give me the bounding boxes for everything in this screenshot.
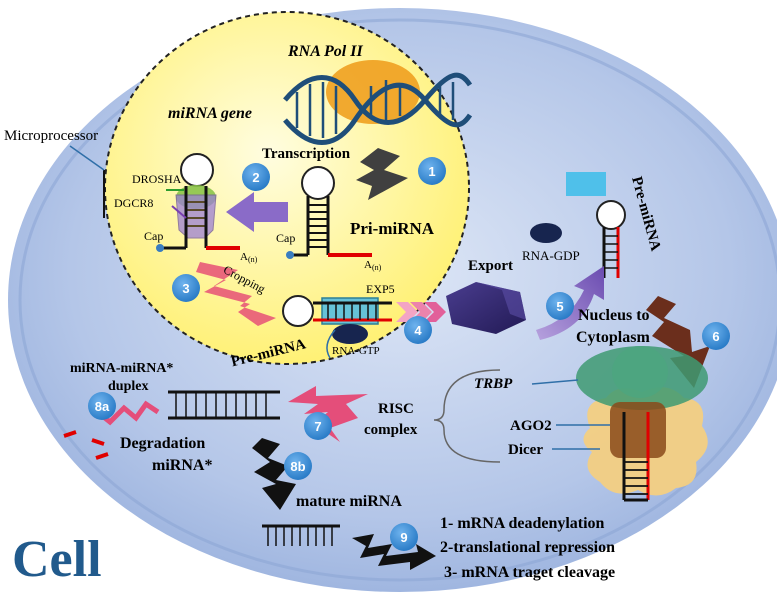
- mature-mirna-strand: [262, 524, 340, 546]
- step-badge-9: 9: [390, 523, 418, 551]
- export-label: Export: [468, 258, 513, 274]
- svg-text:9: 9: [400, 530, 407, 545]
- outcome-3: 3- mRNA traget cleavage: [444, 564, 615, 581]
- svg-text:1: 1: [428, 164, 435, 179]
- svg-text:3: 3: [182, 281, 189, 296]
- step8b-arrow: [252, 438, 296, 510]
- trbp-label: TRBP: [474, 376, 513, 392]
- exp5-label: EXP5: [366, 282, 395, 296]
- microprocessor-pointer: [69, 145, 105, 171]
- cropping-arrow: [196, 262, 276, 326]
- poly-a-label-left: A(n): [240, 251, 258, 264]
- svg-text:4: 4: [414, 323, 422, 338]
- export-pore: [446, 282, 526, 334]
- svg-text:8b: 8b: [290, 459, 305, 474]
- step7-arrow: [288, 386, 368, 442]
- transcription-label: Transcription: [262, 146, 351, 162]
- transcription-arrow: [356, 148, 408, 200]
- poly-a-label-mid: A(n): [364, 259, 382, 272]
- dicer-risc-complex: [576, 346, 708, 502]
- mirna-duplex: [168, 390, 280, 420]
- step-badge-3: 3: [172, 274, 200, 302]
- outcome-1: 1- mRNA deadenylation: [440, 515, 605, 532]
- mirna-gene-label: miRNA gene: [168, 105, 252, 122]
- rna-pol-ii-enzyme: [326, 60, 420, 124]
- degradation-label: Degradation: [120, 435, 205, 452]
- cap-label-left: Cap: [144, 229, 163, 243]
- svg-text:8a: 8a: [95, 399, 110, 414]
- outcome-2: 2-translational repression: [440, 539, 615, 556]
- step-badge-2: 2: [242, 163, 270, 191]
- step-badge-4: 4: [404, 316, 432, 344]
- cell-title: Cell: [12, 531, 102, 588]
- nucleus-to-label: Nucleus to: [578, 307, 650, 324]
- cytoplasm-label: Cytoplasm: [576, 329, 650, 346]
- step8a-arrow: [98, 400, 160, 426]
- trbp-pointer: [531, 379, 579, 385]
- svg-text:2: 2: [252, 170, 259, 185]
- drosha-label: DROSHA: [132, 172, 182, 186]
- dgcr8-label: DGCR8: [114, 196, 153, 210]
- svg-text:7: 7: [314, 419, 321, 434]
- mirna-star-label: miRNA*: [152, 457, 212, 474]
- rna-gtp-label: RNA-GTP: [332, 345, 380, 357]
- step-badge-8a: 8a: [88, 392, 116, 420]
- step9-arrow: [352, 534, 436, 570]
- mature-mirna-label: mature miRNA: [296, 493, 402, 510]
- exp5-released: [566, 172, 606, 196]
- svg-text:6: 6: [712, 329, 719, 344]
- rna-pol-ii-label: RNA Pol II: [287, 43, 363, 60]
- microprocessor-complex: [156, 153, 240, 252]
- step-badge-8b: 8b: [284, 452, 312, 480]
- risc-bracket: [433, 369, 501, 463]
- dna-double-helix: [283, 72, 473, 145]
- pre-mirna-exp5-complex: [282, 295, 392, 359]
- svg-text:5: 5: [556, 299, 563, 314]
- step2-arrow: [226, 192, 288, 232]
- duplex-label-line1: miRNA-miRNA*: [70, 361, 173, 376]
- dgcr8-pointer: [171, 205, 187, 219]
- step-badge-6: 6: [702, 322, 730, 350]
- pri-mirna-label: Pri-miRNA: [350, 219, 435, 238]
- cap-label-mid: Cap: [276, 231, 295, 245]
- step-badge-5: 5: [546, 292, 574, 320]
- dicer-label: Dicer: [508, 442, 543, 458]
- pri-mirna-hairpin: [286, 166, 372, 259]
- microprocessor-label: Microprocessor: [4, 128, 98, 144]
- rna-gdp-label: RNA-GDP: [522, 248, 580, 263]
- risc-complex-label: complex: [364, 422, 418, 438]
- rna-gdp-molecule: [530, 223, 562, 243]
- degraded-fragments: [63, 430, 109, 460]
- step-badge-1: 1: [418, 157, 446, 185]
- risc-label: RISC: [378, 401, 414, 417]
- duplex-label-line2: duplex: [108, 379, 148, 394]
- ago2-label: AGO2: [510, 418, 552, 434]
- step5-arrow: [536, 266, 604, 340]
- step-badge-7: 7: [304, 412, 332, 440]
